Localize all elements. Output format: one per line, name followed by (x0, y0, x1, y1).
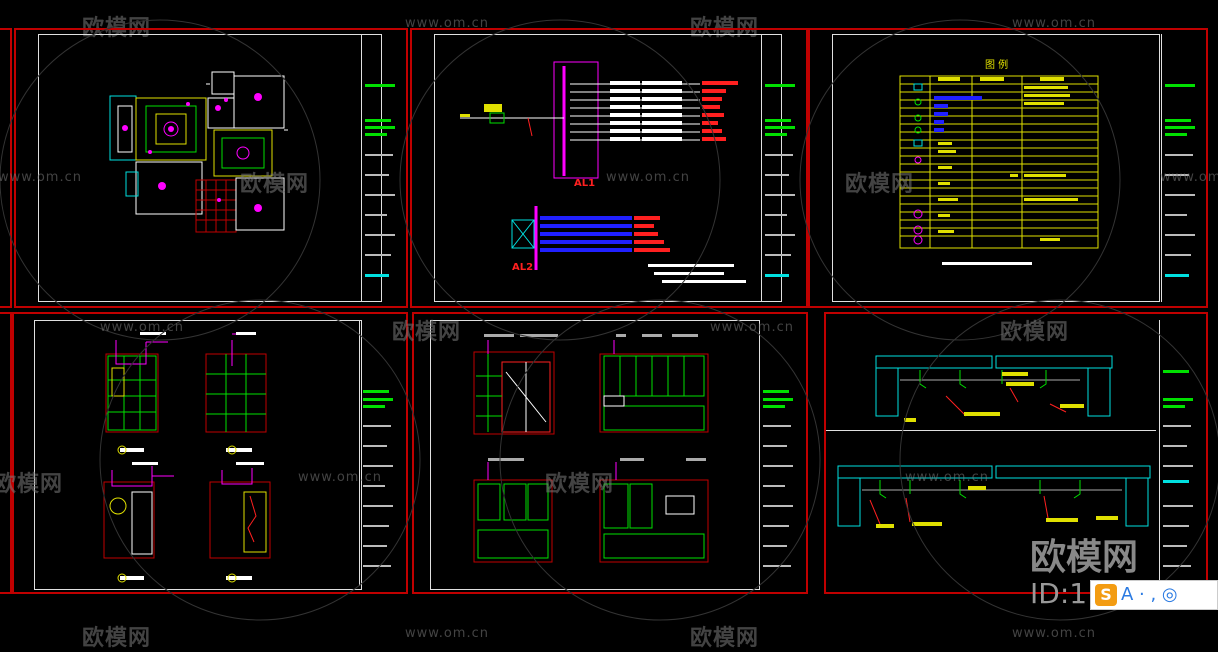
drawing-sheet-ceiling-sections (824, 312, 1208, 594)
ime-symbols[interactable]: A · , ◎ (1121, 584, 1178, 605)
bath-elevations (103, 332, 271, 583)
panel-label-al1: AL1 (574, 178, 596, 189)
electrical-diagram (460, 61, 746, 283)
watermark-logo: 欧模网 (545, 472, 615, 497)
watermark-url: www.om.cn (606, 170, 690, 185)
watermark-url: www.om.cn (710, 320, 794, 335)
watermark-url: www.om.cn (1160, 170, 1218, 185)
ceiling-sections (837, 355, 1151, 528)
watermark-url: www.om.cn (905, 470, 989, 485)
panel-label-al2: AL2 (512, 262, 534, 273)
watermark-url: www.om.cn (1012, 626, 1096, 641)
watermark-logo: 欧模网 (1000, 320, 1070, 345)
ceiling-plan-drawing (109, 71, 288, 233)
drawing-sheet-bath-elevations (12, 312, 408, 594)
ime-toolbar[interactable]: S A · , ◎ (1090, 580, 1218, 610)
watermark-logo: 欧模网 (0, 472, 64, 497)
drawing-sheet-partial-left (0, 28, 12, 308)
watermark-url: www.om.cn (405, 16, 489, 31)
watermark-logo: 欧模网 (690, 626, 760, 651)
watermark-logo: 欧模网 (392, 320, 462, 345)
drawing-sheet-electrical-system (410, 28, 808, 308)
drawing-sheet-kitchen-elevations (412, 312, 808, 594)
legend-title: 图 例 (985, 60, 1009, 71)
watermark-logo: 欧模网 (240, 172, 310, 197)
kitchen-elevations (473, 334, 709, 563)
legend-table (899, 75, 1099, 265)
watermark-big-logo: 欧模网 (1030, 537, 1139, 578)
watermark-url: www.om.cn (100, 320, 184, 335)
watermark-logo: 欧模网 (845, 172, 915, 197)
watermark-url: www.om.cn (298, 470, 382, 485)
watermark-logo: 欧模网 (82, 626, 152, 651)
ime-logo-icon[interactable]: S (1095, 584, 1117, 606)
drawing-sheet-partial-left-2 (0, 312, 12, 594)
watermark-url: www.om.cn (1012, 16, 1096, 31)
watermark-url: www.om.cn (0, 170, 82, 185)
drawing-sheet-legend (808, 28, 1208, 308)
watermark-url: www.om.cn (405, 626, 489, 641)
drawing-sheet-ceiling-plan (14, 28, 408, 308)
